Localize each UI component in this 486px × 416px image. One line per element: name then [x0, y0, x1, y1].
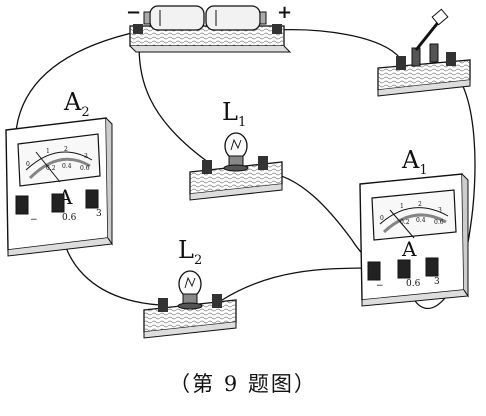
l2-label-sub: 2 — [194, 253, 202, 268]
battery-minus-sign: − — [126, 2, 141, 23]
wire-battery-to-switch — [275, 29, 401, 59]
a1-label: A1 — [401, 146, 428, 178]
a1-terminal-minus: − — [376, 281, 384, 291]
battery-plus-sign: + — [277, 2, 292, 23]
a1-terminal-06: 0.6 — [406, 279, 421, 289]
a2-scale-tick-4: 0.2 — [46, 165, 56, 172]
lamp-l2: L2 — [143, 236, 237, 339]
a2-terminal-3: 3 — [96, 209, 102, 219]
a2-terminal-06: 0.6 — [62, 213, 77, 223]
a1-scale-tick-5: 0.4 — [416, 217, 426, 224]
l1-label-main: L — [222, 98, 238, 126]
a1-scale-tick-1: 1 — [400, 203, 404, 210]
a2-scale-tick-3: 3 — [84, 153, 88, 160]
l2-label-main: L — [178, 236, 194, 264]
figure-caption: （第 9 题图） — [169, 372, 317, 396]
a1-scale-tick-6: 0.6 — [434, 219, 444, 226]
a2-scale-tick-1: 1 — [46, 148, 50, 155]
a1-scale-tick-2: 2 — [418, 201, 422, 208]
a1-terminal-3: 3 — [434, 277, 440, 287]
a1-scale-tick-3: 3 — [438, 207, 442, 214]
a2-label-sub: 2 — [81, 105, 89, 120]
a2-label: A2 — [63, 88, 90, 120]
a2-scale-tick-6: 0.6 — [80, 165, 90, 172]
wire-l2-to-a1 — [221, 267, 373, 301]
lamp-l1: L1 — [189, 98, 283, 201]
a2-scale-tick-2: 2 — [64, 146, 68, 153]
a2-label-main: A — [63, 88, 82, 116]
bulb-l2-icon — [178, 270, 202, 298]
a2-scale-tick-0: 0 — [26, 161, 30, 168]
bulb-l1-icon — [224, 132, 248, 160]
l1-label-sub: 1 — [238, 115, 246, 130]
a2-scale-tick-5: 0.4 — [62, 163, 72, 170]
a2-terminal-minus: − — [30, 215, 38, 225]
switch — [377, 8, 471, 97]
ammeter-a2: 0 1 2 3 0.2 0.4 0.6 A − 0.6 3 A2 — [5, 88, 113, 257]
a1-label-sub: 1 — [419, 163, 427, 178]
a1-unit-label: A — [401, 237, 417, 261]
l2-label: L2 — [178, 236, 202, 268]
ammeter-a1: 0 1 2 3 0.2 0.4 0.6 A − 0.6 3 A1 — [359, 146, 469, 307]
l1-label: L1 — [222, 98, 246, 130]
a1-scale-tick-0: 0 — [380, 215, 384, 222]
a1-scale-tick-4: 0.2 — [400, 219, 410, 226]
a1-label-main: A — [401, 146, 420, 174]
battery: − + — [126, 2, 292, 53]
